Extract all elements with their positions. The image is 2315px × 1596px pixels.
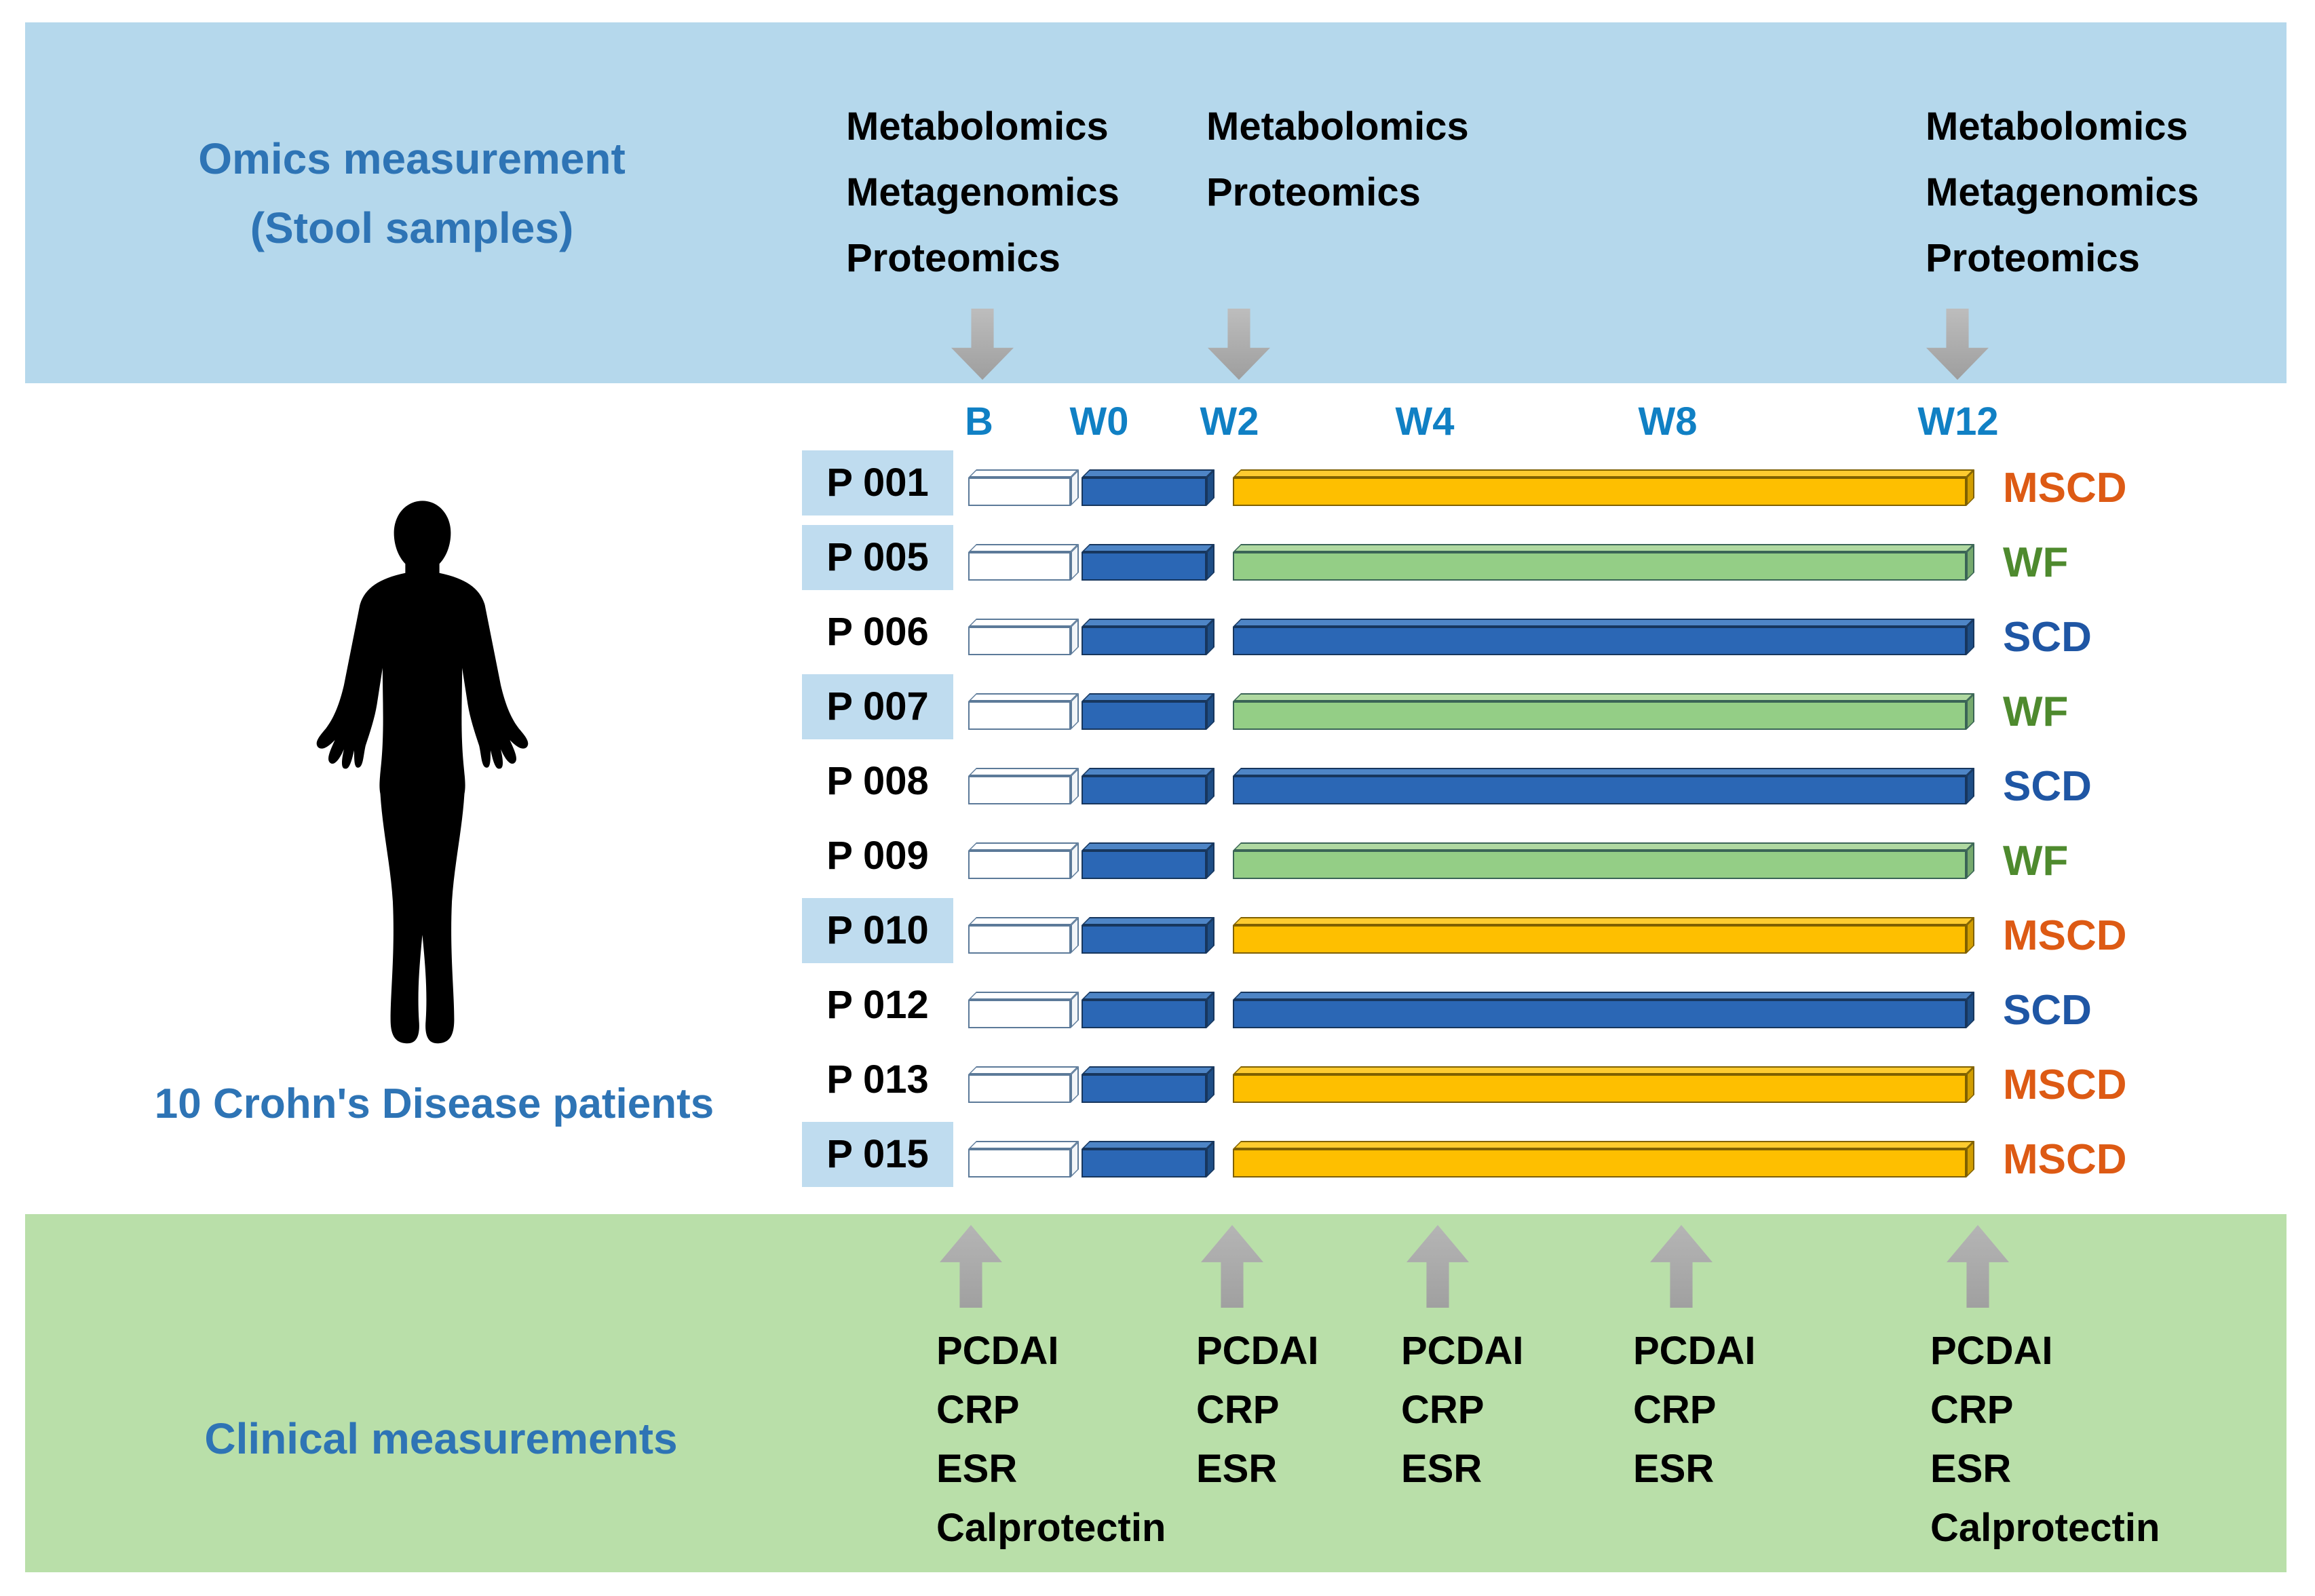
up-arrow-icon — [1407, 1225, 1469, 1308]
down-arrow-icon — [951, 309, 1014, 380]
patient-row: P 005 WF — [0, 520, 2315, 594]
timepoint-label: W0 — [1069, 400, 1129, 444]
diet-group-label: MSCD — [2003, 1062, 2127, 1108]
baseline-bar — [968, 619, 1079, 655]
maintenance-diet-bar — [1233, 768, 1974, 804]
clinical-list: PCDAI CRP ESR — [1633, 1329, 1756, 1491]
induction-diet-bar — [1082, 842, 1214, 879]
down-arrow-icon — [1926, 309, 1989, 380]
diet-group-label: SCD — [2003, 763, 2092, 810]
clinical-list: PCDAI CRP ESR — [1196, 1329, 1319, 1491]
induction-diet-bar — [1082, 1141, 1214, 1177]
baseline-bar — [968, 469, 1079, 506]
omics-band-title: Omics measurement (Stool samples) — [198, 134, 626, 252]
omics-band: Omics measurement (Stool samples) Metabo… — [25, 22, 2287, 383]
down-arrow-icon — [1208, 309, 1270, 380]
patient-row: P 009 WF — [0, 818, 2315, 893]
clinical-band: Clinical measurements PCDAI CRP ESR Calp… — [25, 1214, 2287, 1572]
baseline-bar — [968, 693, 1079, 730]
timepoint-label: W12 — [1917, 400, 1999, 444]
maintenance-diet-bar — [1233, 693, 1974, 730]
maintenance-diet-bar — [1233, 1141, 1974, 1177]
patient-id-label: P 009 — [826, 834, 929, 878]
patient-id-label: P 007 — [802, 674, 953, 739]
up-arrow-icon — [940, 1225, 1002, 1308]
maintenance-diet-bar — [1233, 917, 1974, 954]
cohort-label: 10 Crohn's Disease patients — [154, 1081, 714, 1127]
patient-row: P 001 MSCD — [0, 445, 2315, 520]
clinical-list: PCDAI CRP ESR Calprotectin — [1930, 1329, 2160, 1550]
diet-group-label: SCD — [2003, 614, 2092, 661]
induction-diet-bar — [1082, 768, 1214, 804]
maintenance-diet-bar — [1233, 544, 1974, 581]
induction-diet-bar — [1082, 619, 1214, 655]
patient-id-label: P 012 — [826, 983, 929, 1027]
baseline-bar — [968, 842, 1079, 879]
clinical-list: PCDAI CRP ESR — [1401, 1329, 1524, 1491]
up-arrow-icon — [1947, 1225, 2009, 1308]
diet-group-label: WF — [2003, 838, 2069, 884]
baseline-bar — [968, 544, 1079, 581]
patient-id-label: P 005 — [802, 525, 953, 590]
patient-row: P 010 MSCD — [0, 893, 2315, 967]
patient-row: P 007 WF — [0, 669, 2315, 743]
omics-list: Metabolomics Metagenomics Proteomics — [846, 104, 1120, 280]
patient-row: P 015 MSCD — [0, 1116, 2315, 1191]
patient-id-label: P 015 — [802, 1122, 953, 1187]
patient-id-label: P 010 — [802, 898, 953, 963]
baseline-bar — [968, 917, 1079, 954]
patient-id-label: P 008 — [826, 759, 929, 803]
baseline-bar — [968, 1141, 1079, 1177]
patient-row: P 012 SCD — [0, 967, 2315, 1042]
patient-id-label: P 013 — [826, 1057, 929, 1102]
induction-diet-bar — [1082, 544, 1214, 581]
maintenance-diet-bar — [1233, 992, 1974, 1028]
induction-diet-bar — [1082, 693, 1214, 730]
clinical-band-title: Clinical measurements — [204, 1414, 678, 1463]
timepoint-label: W4 — [1395, 400, 1455, 444]
patient-row: P 013 MSCD — [0, 1042, 2315, 1116]
patient-row: P 006 SCD — [0, 594, 2315, 669]
timepoint-label: W2 — [1200, 400, 1259, 444]
maintenance-diet-bar — [1233, 842, 1974, 879]
patient-id-label: P 001 — [802, 450, 953, 515]
diet-group-label: MSCD — [2003, 1136, 2127, 1183]
diet-group-label: SCD — [2003, 987, 2092, 1034]
induction-diet-bar — [1082, 992, 1214, 1028]
induction-diet-bar — [1082, 469, 1214, 506]
patient-silhouette-icon — [316, 501, 529, 1044]
diet-group-label: WF — [2003, 688, 2069, 735]
up-arrow-icon — [1201, 1225, 1263, 1308]
diet-group-label: MSCD — [2003, 465, 2127, 511]
diet-group-label: WF — [2003, 539, 2069, 586]
baseline-bar — [968, 992, 1079, 1028]
patient-row: P 008 SCD — [0, 743, 2315, 818]
maintenance-diet-bar — [1233, 619, 1974, 655]
baseline-bar — [968, 768, 1079, 804]
omics-list: Metabolomics Proteomics — [1206, 104, 1469, 214]
diet-group-label: MSCD — [2003, 912, 2127, 959]
patient-rows: P 001 MSCD P 005 — [0, 445, 2315, 1191]
baseline-bar — [968, 1066, 1079, 1103]
maintenance-diet-bar — [1233, 1066, 1974, 1103]
timepoint-label: B — [965, 400, 993, 444]
timepoint-label: W8 — [1638, 400, 1698, 444]
up-arrow-icon — [1650, 1225, 1713, 1308]
induction-diet-bar — [1082, 917, 1214, 954]
induction-diet-bar — [1082, 1066, 1214, 1103]
omics-list: Metabolomics Metagenomics Proteomics — [1926, 104, 2199, 280]
maintenance-diet-bar — [1233, 469, 1974, 506]
clinical-list: PCDAI CRP ESR Calprotectin — [936, 1329, 1166, 1550]
patient-id-label: P 006 — [826, 610, 929, 654]
